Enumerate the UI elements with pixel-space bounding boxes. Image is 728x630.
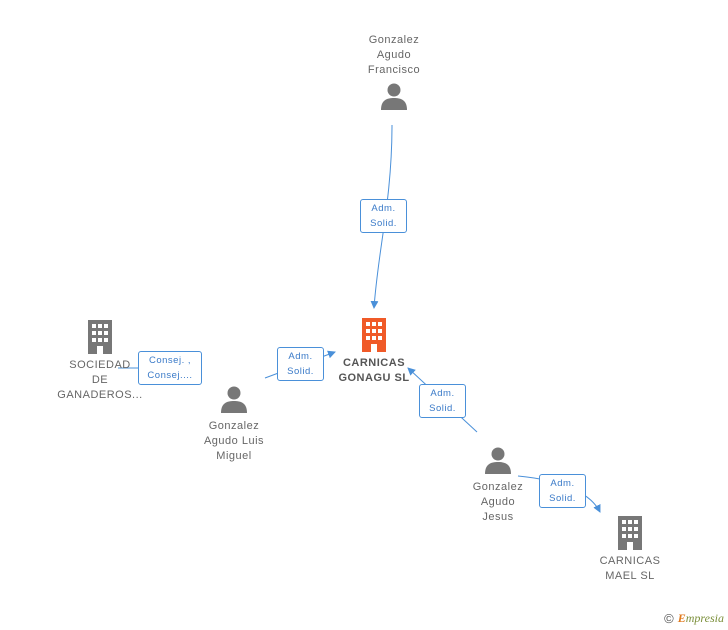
relation-label-sociedad[interactable]: Consej. , Consej.... <box>138 351 202 385</box>
node-gonzalez-agudo-francisco[interactable]: Gonzalez Agudo Francisco <box>348 33 440 110</box>
building-icon <box>616 516 644 550</box>
relation-label-luis[interactable]: Adm. Solid. <box>277 347 324 381</box>
node-carnicas-mael-sl[interactable]: CARNICAS MAEL SL <box>582 516 678 584</box>
person-icon <box>220 385 248 413</box>
node-label: CARNICAS GONAGU SL <box>338 357 410 384</box>
brand-name: Empresia <box>677 611 724 625</box>
node-gonzalez-agudo-jesus[interactable]: Gonzalez Agudo Jesus <box>452 446 544 525</box>
copyright-icon: © <box>664 611 674 626</box>
node-label: CARNICAS MAEL SL <box>599 555 661 582</box>
brand-logo[interactable]: © Empresia <box>664 611 724 626</box>
node-gonzalez-agudo-luis-miguel[interactable]: Gonzalez Agudo Luis Miguel <box>188 385 280 464</box>
relation-label-jesus-gonagu[interactable]: Adm. Solid. <box>419 384 466 418</box>
relation-label-jesus-mael[interactable]: Adm. Solid. <box>539 474 586 508</box>
person-icon <box>380 82 408 110</box>
person-icon <box>484 446 512 474</box>
node-carnicas-gonagu-sl[interactable]: CARNICAS GONAGU SL <box>326 318 422 386</box>
building-icon <box>86 320 114 354</box>
node-label: Gonzalez Agudo Luis Miguel <box>203 420 265 462</box>
node-label: Gonzalez Agudo Francisco <box>367 34 421 76</box>
building-icon <box>360 318 388 352</box>
node-label: Gonzalez Agudo Jesus <box>472 481 524 523</box>
node-sociedad-de-ganaderos[interactable]: SOCIEDAD DE GANADEROS... <box>52 320 148 403</box>
relation-label-francisco[interactable]: Adm. Solid. <box>360 199 407 233</box>
node-label: SOCIEDAD DE GANADEROS... <box>57 359 143 401</box>
